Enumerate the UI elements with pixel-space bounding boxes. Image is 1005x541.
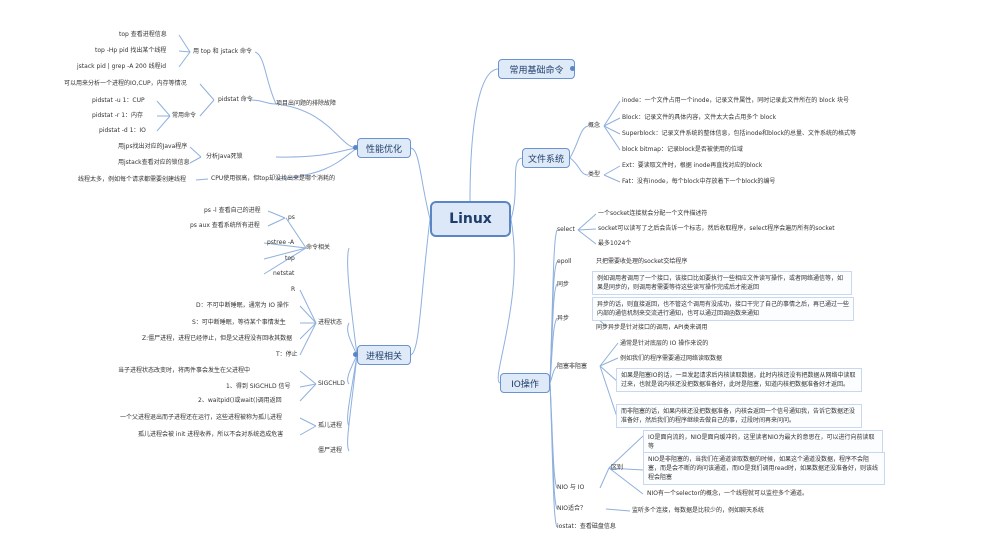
io-nio-label: NIO 与 IO — [557, 484, 585, 491]
perf-top-item: top 查看进程信息 — [119, 31, 167, 38]
fs-type-fat: Fat：没有inode，每个block中存放着下一个block的编号 — [622, 178, 776, 185]
io-diff-item: IO是面向流的，NIO是面向缓冲的，这里读者NIO为最大的意思在，可以进行向前读… — [643, 430, 883, 454]
branch-label: 性能优化 — [365, 144, 402, 155]
io-diff-label: 区别 — [611, 464, 624, 471]
io-diff-item: NIO是非阻塞的，当我们在通道读取数据的时候，如果这个通道没数据，程序不会阻塞，… — [643, 452, 885, 485]
io-async-item: 同步异步是针对接口的调用，API类来调用 — [596, 324, 708, 331]
proc-sigchld-item: 1、得到 SIGCHLD 信号 — [226, 383, 291, 390]
branch-common-commands[interactable]: 常用基础命令 — [498, 59, 575, 79]
io-select-item: 一个socket连接就会分配一个文件描述符 — [598, 210, 708, 217]
fs-type-ext: Ext：要读取文件时，根据 inode再直找对应的block — [622, 162, 763, 169]
proc-ps: ps — [288, 214, 295, 221]
proc-state-item: Z:僵尸进程，进程已经停止，但是父进程没有回收其数据 — [142, 335, 293, 342]
perf-common-cmds: 常用命令 — [172, 112, 197, 119]
io-blocking-item: 而非阻塞的话，如果内核还没把数据准备，内核会返回一个信号通知我，告诉它数据还没准… — [616, 404, 862, 428]
io-diff-item: NIO有一个selector的概念，一个线程就可以监控多个通道。 — [647, 490, 808, 497]
branch-file-system[interactable]: 文件系统 — [522, 148, 570, 168]
io-epoll-item: 只把需要收处理的socket交给程序 — [596, 258, 688, 265]
perf-cpu-desc: 线程太多，例如每个请求都需要创建线程 — [78, 176, 187, 183]
branch-label: 进程相关 — [365, 351, 402, 362]
perf-pidstat-item: pidstat -u 1：CUP — [92, 97, 145, 104]
proc-state-item: S：可中断睡眠，等待某个事情发生 — [192, 319, 286, 326]
proc-sigchld-item: 2、waitpid()或wait()调用返回 — [198, 397, 282, 404]
branch-label: 常用基础命令 — [509, 65, 564, 76]
proc-ps-item: ps -l 查看自己的进程 — [204, 207, 261, 214]
perf-pidstat-item: pidstat -r 1：内存 — [92, 112, 144, 119]
perf-pidstat-item: pidstat -d 1：IO — [99, 127, 146, 134]
io-sync-label: 同步 — [557, 281, 570, 288]
branch-label: 文件系统 — [527, 154, 564, 165]
perf-deadlock-item: 用jstack查看对应的锁信息 — [118, 159, 190, 166]
root-node[interactable]: Linux — [430, 201, 511, 237]
fs-type-label: 类型 — [588, 171, 601, 178]
io-epoll-label: epoll — [557, 258, 572, 265]
proc-top: top — [285, 255, 295, 262]
proc-orphan-item: 一个父进程退出而子进程还在运行，这些进程被称为孤儿进程 — [120, 414, 283, 421]
perf-deadlock-item: 用jps找出对应的Java程序 — [118, 143, 188, 150]
fs-concept-label: 概念 — [588, 122, 601, 129]
io-select-item: 最多1024个 — [598, 240, 632, 247]
proc-orphan: 孤儿进程 — [318, 422, 343, 429]
perf-troubleshoot: 项目出问题的排除故障 — [276, 100, 337, 107]
proc-state: 进程状态 — [318, 319, 343, 326]
io-mux-label: NIO适合？ — [557, 505, 586, 512]
io-blocking-item: 如果是阻塞IO的话，一旦发起请求后内核读取数据，此时内核还没有把数据从网络中读取… — [616, 368, 862, 392]
perf-deadlock: 分析Java死锁 — [206, 153, 243, 160]
proc-state-item: D：不可中断睡眠，通常为 IO 操作 — [196, 302, 289, 309]
proc-cmds: 命令相关 — [306, 244, 331, 251]
proc-state-item: T：停止 — [276, 351, 298, 358]
expand-dot[interactable] — [353, 352, 358, 357]
fs-concept-superblock: Superblock：记录文件系统的整体信息，包括inode和block的总量、… — [622, 130, 857, 137]
proc-orphan-item: 孤儿进程会被 init 进程收养，所以不会对系统造成危害 — [138, 431, 284, 438]
fs-concept-bitmap: block bitmap：记录block是否被使用的位域 — [622, 146, 743, 153]
perf-top-item: top -Hp pid 找出某个线程 — [95, 47, 167, 54]
io-blocking-item: 通常是针对底层的 IO 操作来说的 — [620, 340, 709, 347]
proc-zombie: 僵尸进程 — [318, 447, 343, 454]
io-blocking-label: 阻塞非阻塞 — [557, 363, 588, 370]
io-async-item: 异步的话，则直接返回，也不管这个调用有没成功，接口干完了自己的事情之后，再已通过… — [592, 297, 854, 321]
proc-netstat: netstat — [273, 270, 295, 277]
proc-ps-item: ps aux 查看系统所有进程 — [190, 222, 260, 229]
branch-performance[interactable]: 性能优化 — [357, 138, 411, 158]
perf-pidstat-desc: 可以用来分析一个进程的IO,CUP，内存等情况 — [64, 80, 187, 87]
fs-concept-inode: inode：一个文件占用一个inode，记录文件属性，同时记录此文件所在的 bl… — [622, 97, 850, 104]
branch-label: IO操作 — [511, 379, 539, 390]
io-iostat: iostat：查看磁盘信息 — [557, 523, 616, 530]
branch-process[interactable]: 进程相关 — [357, 345, 411, 365]
perf-pidstat: pidstat 命令 — [218, 96, 253, 103]
proc-sigchld-desc: 当子进程状态改变时，将两件事会发生在父进程中 — [118, 367, 251, 374]
expand-dot[interactable] — [570, 66, 575, 71]
perf-top-jstack: 用 top 和 jstack 命令 — [193, 48, 253, 55]
perf-top-item: jstack pid | grep -A 200 线程id — [77, 63, 167, 70]
fs-concept-block: Block：记录文件的具体内容，文件太大会占用多个 block — [622, 114, 777, 121]
io-sync-item: 例如调用者调用了一个接口，该接口比如要执行一些相应文件读写操作，或者网络通信等，… — [592, 271, 852, 295]
io-async-label: 异步 — [557, 315, 570, 322]
proc-state-item: R — [291, 286, 296, 293]
io-blocking-item: 例如我们的程序需要通过网络读取数据 — [620, 355, 723, 362]
branch-io[interactable]: IO操作 — [500, 373, 550, 393]
perf-cpu: CPU使用很高，但top却没找出来是哪个消耗的 — [211, 175, 336, 182]
io-select-item: socket可以读写了之后会告诉一个标志，然后收取程序，select程序会遍历所… — [598, 225, 835, 232]
proc-pstree: pstree -A — [267, 239, 295, 246]
expand-dot[interactable] — [353, 145, 358, 150]
io-mux-item: 监听多个连接，每数据是比较少的，例如聊天系统 — [632, 507, 765, 514]
proc-sigchld: SIGCHLD — [318, 380, 345, 387]
io-select-label: select — [557, 226, 575, 233]
